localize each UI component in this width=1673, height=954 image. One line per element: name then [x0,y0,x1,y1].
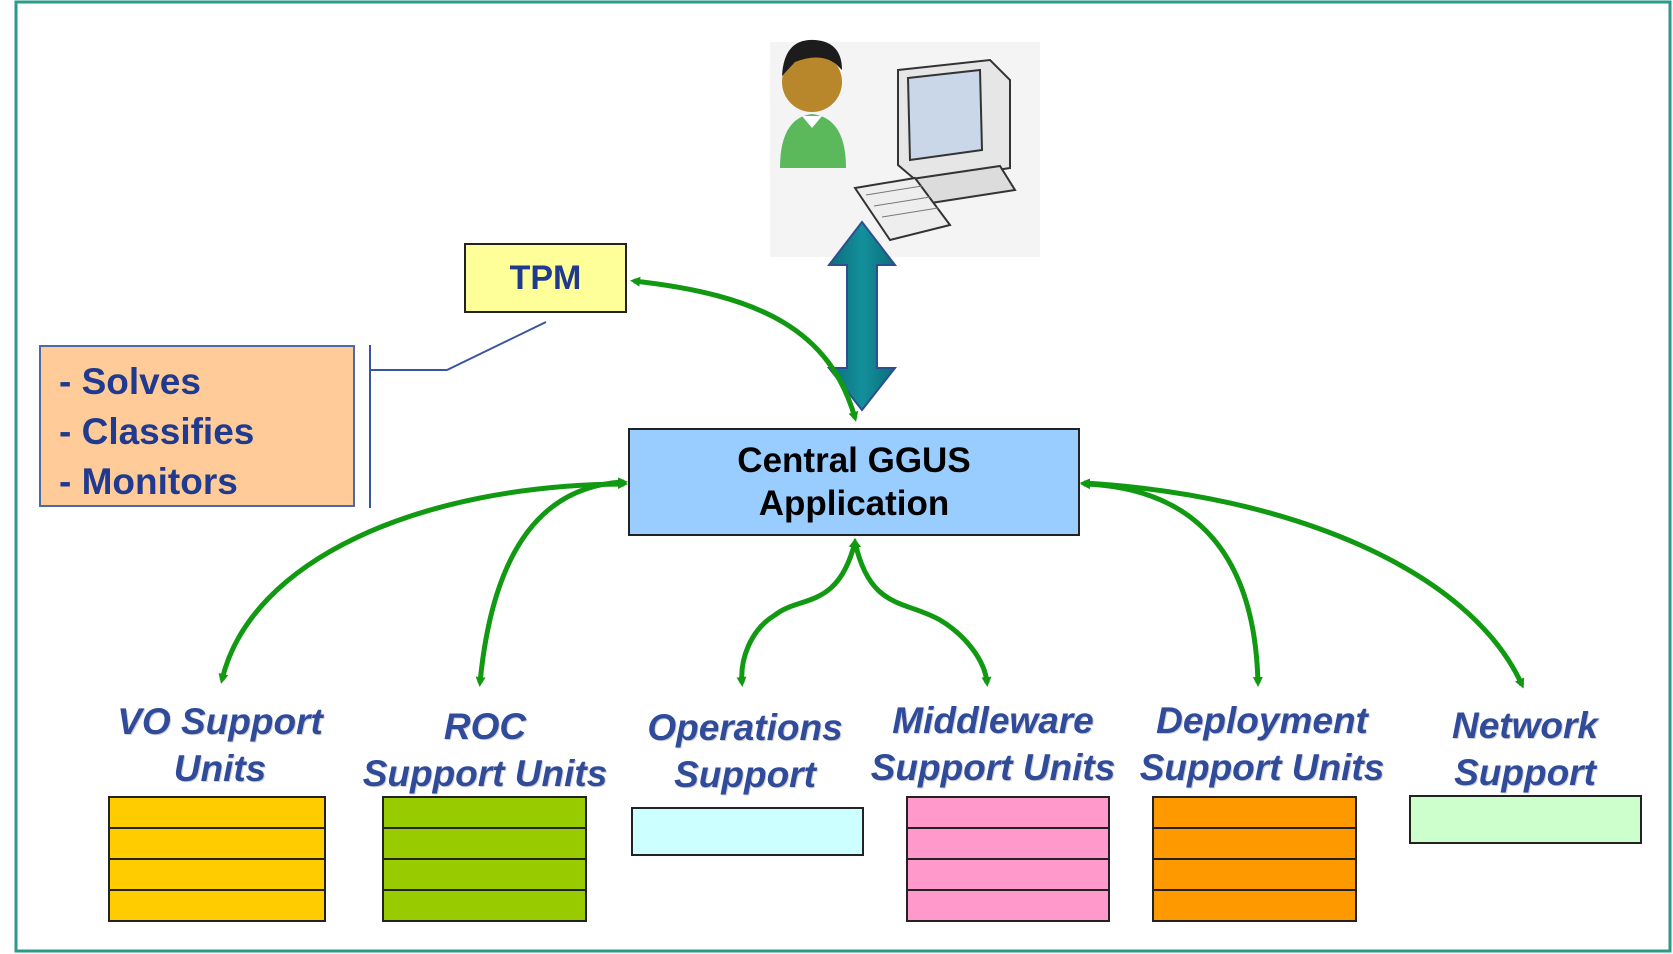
operations-units-stack [631,807,864,856]
function-item: - Classifies [59,411,255,452]
deployment-support-units-label: Deployment Support Units [1139,700,1385,788]
network-support-label: Network Support [1452,705,1598,793]
unit-stacks [108,795,1642,922]
tpm-functions-box: - Solves - Classifies - Monitors [39,345,355,507]
arrow-ggus-deploy [1080,479,1263,687]
ggus-title-line1: Central GGUS [737,441,971,480]
user-ggus-double-arrow [826,220,898,412]
roc-units-stack [382,796,587,922]
tpm-box: TPM [464,243,627,313]
deployment-units-stack [1152,796,1357,922]
arrow-ggus-network [1080,478,1525,689]
outer-frame [14,0,1672,953]
vo-support-units-label: VO Support Units [117,701,323,789]
operations-support-label: Operations Support [647,707,843,795]
arrow-ggus-roc [475,477,628,687]
tpm-label: TPM [509,258,582,297]
function-item: - Monitors [59,461,238,502]
vo-units-stack [108,796,326,922]
arrow-ggus-mw [851,538,992,687]
middleware-units-stack [906,796,1110,922]
network-units-stack [1409,795,1642,844]
arrow-ggus-tpm [630,276,859,422]
ggus-title-line2: Application [758,484,950,523]
computer-icon [853,58,1017,242]
arrow-ggus-vo [218,479,628,684]
function-item: - Solves [59,361,201,402]
tpm-leader-line [370,321,547,371]
arrow-ggus-ops [736,538,859,687]
roc-support-units-label: ROC Support Units [362,706,608,794]
central-ggus-box: Central GGUS Application [628,428,1080,536]
middleware-support-units-label: Middleware Support Units [870,700,1116,788]
